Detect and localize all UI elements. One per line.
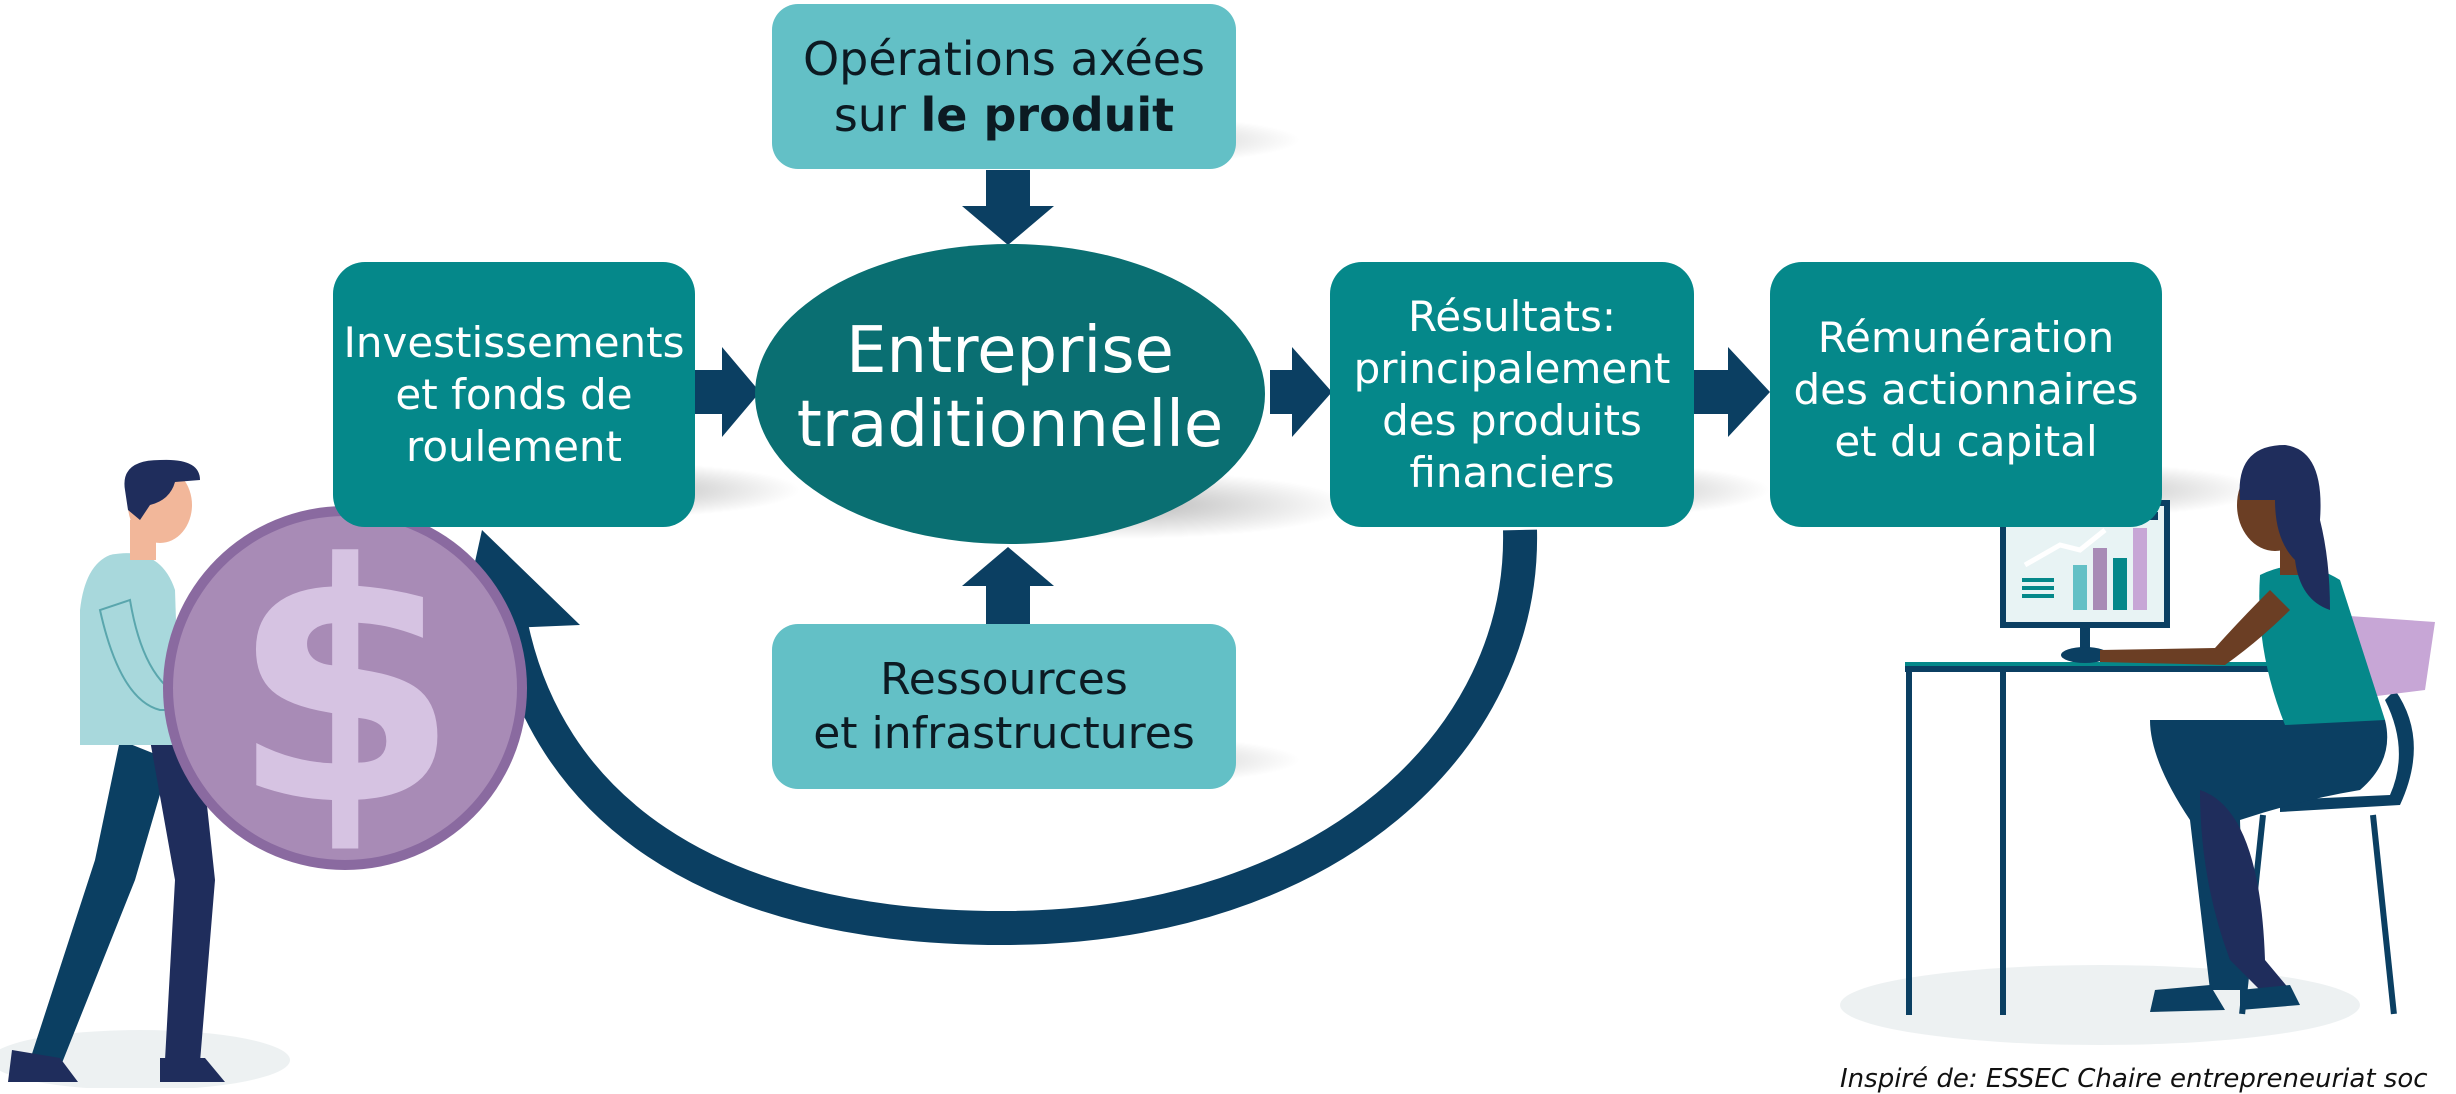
- center-ellipse: [755, 244, 1265, 544]
- arrow-down-icon: [962, 170, 1054, 245]
- top-box-line2-prefix: sur: [833, 87, 921, 142]
- top-box-line2-bold: le produit: [920, 87, 1175, 142]
- center-line: Entreprise: [846, 314, 1174, 388]
- left-box-line: roulement: [405, 421, 622, 471]
- top-box-line1: Opérations axées: [802, 31, 1206, 86]
- remuneration-box-line: des actionnaires: [1793, 364, 2139, 414]
- dollar-coin-icon: $: [163, 494, 527, 878]
- results-box-line: financiers: [1409, 447, 1615, 497]
- results-box-line: des produits: [1382, 395, 1642, 445]
- results-box: Résultats: principalement des produits f…: [1330, 262, 1694, 527]
- center-label: Entreprise traditionnelle: [790, 314, 1230, 462]
- left-box-investments: Investissements et fonds de roulement: [333, 262, 695, 527]
- results-box-line: Résultats:: [1407, 291, 1616, 341]
- left-box-line: Investissements: [343, 317, 685, 367]
- results-box-line: principalement: [1353, 343, 1671, 393]
- arrow-up-icon: [962, 547, 1054, 626]
- person-pushing-coin-icon: [8, 459, 263, 1082]
- return-arrow: [493, 529, 1538, 946]
- svg-text:$: $: [230, 494, 460, 878]
- arrow-right-icon: [1270, 347, 1332, 437]
- bottom-box-line: Ressources: [880, 653, 1128, 705]
- remuneration-box: Rémunération des actionnaires et du capi…: [1770, 262, 2162, 527]
- bottom-box-resources: Ressources et infrastructures: [772, 624, 1236, 789]
- left-box-line: et fonds de: [395, 369, 633, 419]
- woman-at-computer-icon: [1905, 445, 2435, 1015]
- arrow-right-icon: [694, 347, 760, 437]
- source-credit: Inspiré de: ESSEC Chaire entrepreneuriat…: [1840, 1064, 2428, 1094]
- center-line: traditionnelle: [796, 388, 1224, 462]
- bottom-box-line: et infrastructures: [813, 707, 1195, 759]
- remuneration-box-line: Rémunération: [1817, 312, 2115, 362]
- arrow-right-icon: [1692, 347, 1770, 437]
- top-box-product-operations: Opérations axées sur le produit: [772, 4, 1236, 169]
- remuneration-box-line: et du capital: [1834, 416, 2098, 466]
